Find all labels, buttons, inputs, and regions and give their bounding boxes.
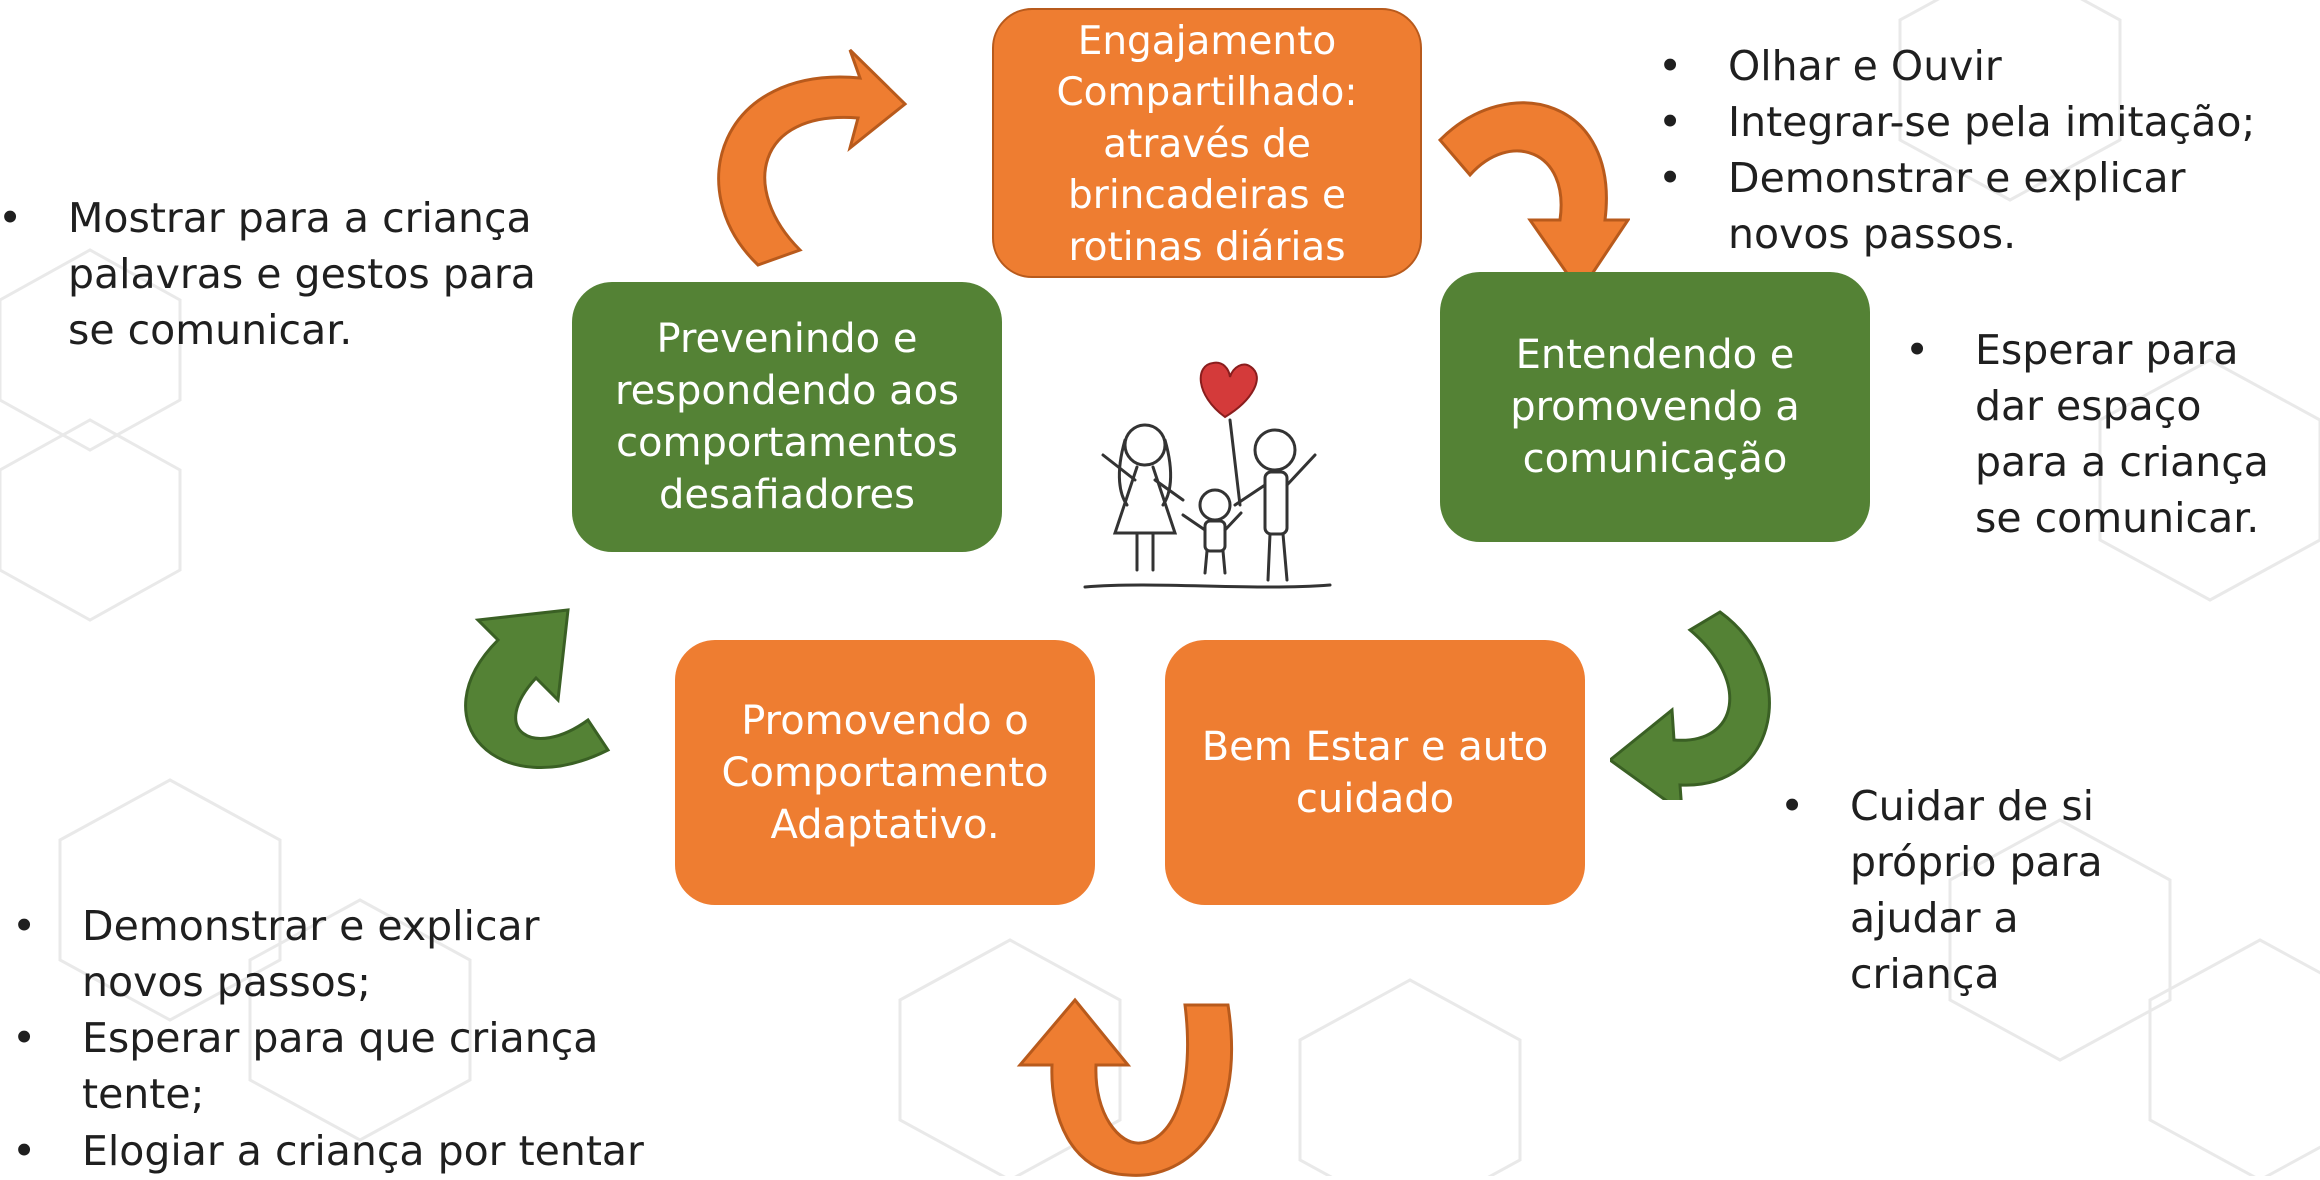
note-item: Esperar para dar espaço para a criança s… xyxy=(1895,322,2300,547)
box-engajamento-label: Engajamento Compartilhado: através de br… xyxy=(1056,19,1358,270)
curved-arrow-top-right xyxy=(1437,101,1630,295)
notes-bottom-right: Cuidar de si próprio para ajudar a crian… xyxy=(1770,778,2150,1003)
box-comportamento-adaptativo: Promovendo o Comportamento Adaptativo. xyxy=(675,640,1095,905)
box-comportamentos-desafiadores: Prevenindo e respondendo aos comportamen… xyxy=(572,282,1002,552)
note-item: Cuidar de si próprio para ajudar a crian… xyxy=(1770,778,2150,1003)
box-comunicacao-label: Entendendo e promovendo a comunicação xyxy=(1510,332,1800,482)
box-bem-estar: Bem Estar e auto cuidado xyxy=(1165,640,1585,905)
box-bem-estar-label: Bem Estar e auto cuidado xyxy=(1201,723,1549,822)
box-comunicacao: Entendendo e promovendo a comunicação xyxy=(1440,272,1870,542)
curved-arrow-top-left xyxy=(717,48,908,267)
note-item: Elogiar a criança por tentar xyxy=(2,1123,662,1179)
note-item: Demonstrar e explicar novos passos; xyxy=(2,898,662,1010)
curved-arrow-bottom xyxy=(1016,997,1234,1177)
notes-left: Mostrar para a criança palavras e gestos… xyxy=(0,190,568,358)
note-item: Esperar para que criança tente; xyxy=(2,1010,662,1122)
notes-top-right: Olhar e Ouvir Integrar-se pela imitação;… xyxy=(1648,38,2308,263)
box-desafiadores-label: Prevenindo e respondendo aos comportamen… xyxy=(615,316,959,518)
curved-arrow-right xyxy=(1610,610,1771,800)
note-item: Mostrar para a criança palavras e gestos… xyxy=(0,190,568,358)
box-adaptativo-label: Promovendo o Comportamento Adaptativo. xyxy=(721,697,1049,848)
family-illustration xyxy=(1083,361,1332,589)
notes-right: Esperar para dar espaço para a criança s… xyxy=(1895,322,2300,547)
note-item: Integrar-se pela imitação; xyxy=(1648,94,2308,150)
note-item: Olhar e Ouvir xyxy=(1648,38,2308,94)
box-engajamento-compartilhado: Engajamento Compartilhado: através de br… xyxy=(992,8,1422,278)
notes-bottom-left: Demonstrar e explicar novos passos; Espe… xyxy=(2,898,662,1179)
note-item: Demonstrar e explicar novos passos. xyxy=(1648,150,2308,262)
curved-arrow-left xyxy=(464,608,611,769)
